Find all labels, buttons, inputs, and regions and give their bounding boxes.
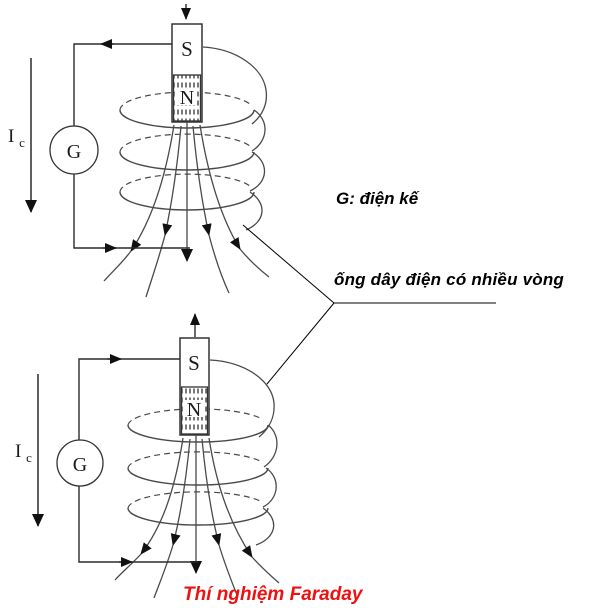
field-line: [208, 437, 253, 558]
galvanometer-legend: G: điện kế: [336, 189, 419, 208]
field-line: [199, 124, 241, 250]
coil-turn-front: [127, 424, 269, 443]
field-lines-bottom: [114, 435, 280, 599]
field-line: [103, 250, 132, 282]
field-line: [145, 234, 166, 298]
bottom-circuit-diagram: S N G I c: [15, 313, 280, 599]
coil-turn-front: [127, 507, 269, 526]
field-line: [192, 125, 212, 236]
coil-tail: [255, 507, 275, 546]
bar-magnet-top: S N: [171, 4, 203, 123]
figure-caption: Thí nghiệm Faraday: [183, 584, 363, 605]
current-symbol: I: [8, 126, 14, 147]
field-line: [251, 556, 280, 584]
field-line: [140, 437, 184, 555]
field-line: [208, 234, 230, 294]
current-label: I c: [8, 126, 25, 150]
pole-label-n: N: [180, 87, 194, 109]
coil-turn-back: [127, 451, 263, 469]
coil-connector: [249, 151, 266, 192]
wire: [78, 486, 198, 563]
top-circuit-diagram: S N G I c: [8, 4, 270, 298]
current-label: I c: [15, 441, 32, 465]
coil-connector: [262, 467, 277, 508]
wire: [73, 43, 172, 126]
current-subscript: c: [26, 450, 32, 465]
bar-magnet-bottom: S N: [179, 313, 210, 436]
field-line: [201, 438, 222, 546]
wire: [73, 174, 190, 249]
galvanometer-label: G: [67, 141, 81, 163]
galvanometer: [49, 125, 99, 175]
wire: [78, 358, 180, 440]
callout-line-to-bottom-coil: [266, 302, 335, 385]
coil-lead-in: [202, 46, 268, 125]
galvanometer-label: G: [73, 454, 87, 476]
field-line: [114, 553, 142, 581]
coil-turn-front: [127, 467, 269, 486]
coil-connector: [263, 424, 278, 468]
magnet-label-bg: [177, 88, 197, 105]
field-lines-top: [103, 122, 270, 298]
pole-label-s: S: [188, 351, 200, 375]
coil-turn-back: [127, 491, 263, 509]
coil-turn-back: [119, 133, 251, 153]
field-line: [153, 544, 174, 599]
callout-line-to-top-coil: [242, 224, 335, 304]
field-line: [218, 544, 238, 596]
current-subscript: c: [19, 135, 25, 150]
field-line: [130, 124, 175, 252]
current-symbol: I: [15, 441, 21, 462]
galvanometer: [56, 439, 104, 487]
field-line: [239, 248, 270, 278]
field-line: [162, 125, 182, 236]
circuit-top: G I c: [8, 39, 190, 253]
magnet-label-bg: [184, 400, 204, 417]
coil-lead-in: [209, 359, 275, 438]
field-line: [170, 438, 191, 546]
pole-label-n: N: [187, 399, 201, 421]
coil-tail: [245, 191, 263, 231]
coil-callout: [242, 224, 496, 385]
circuit-bottom: G I c: [15, 354, 198, 567]
pole-label-s: S: [181, 37, 193, 61]
coil-turn-back: [119, 173, 251, 193]
coil-legend: ống dây điện có nhiều vòng: [334, 270, 564, 289]
coil-connector: [251, 109, 266, 152]
